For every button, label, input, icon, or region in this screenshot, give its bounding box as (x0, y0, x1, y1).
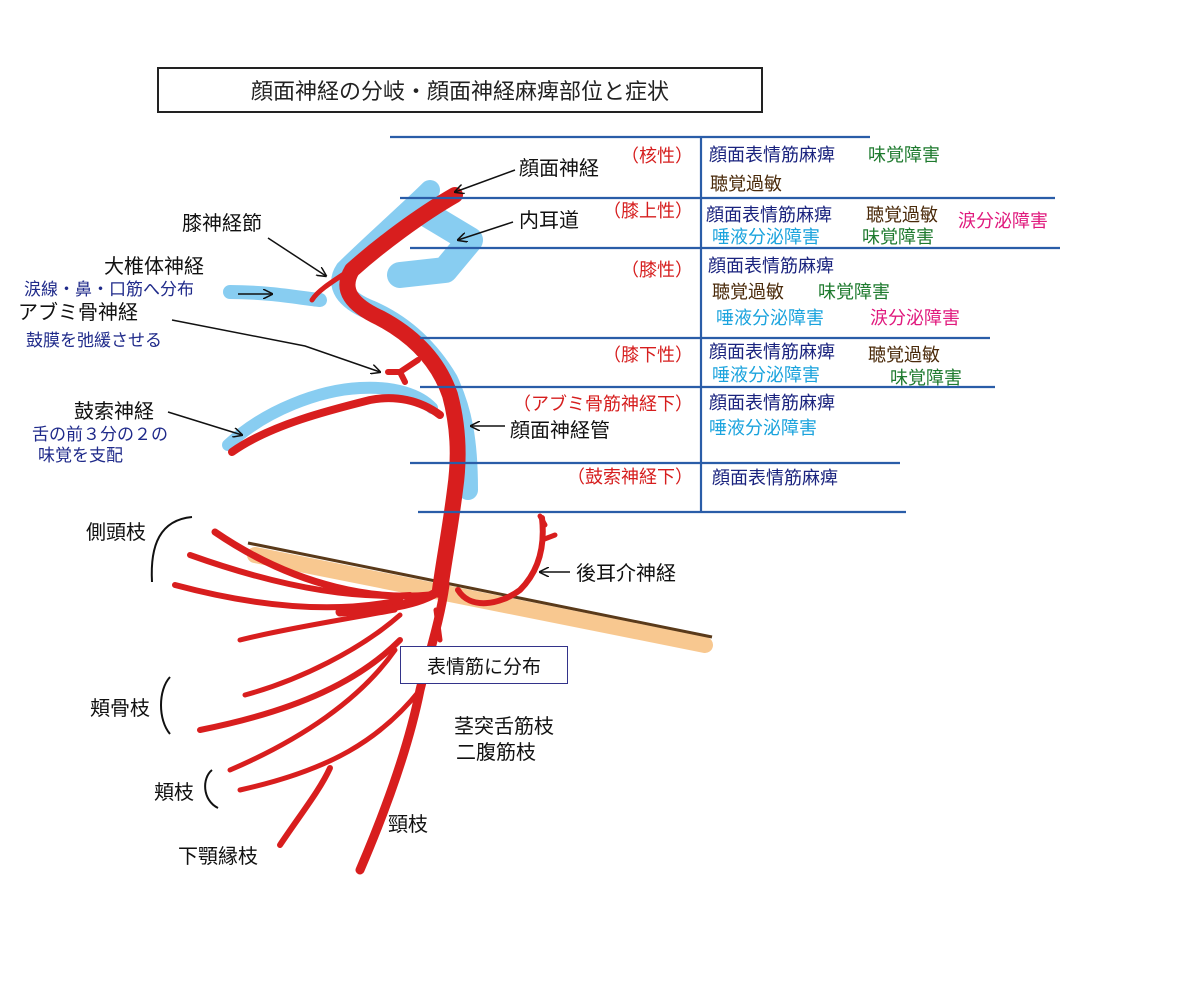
gsp-label: 大椎体神経 (104, 254, 204, 278)
symptom-face: 顔面表情筋麻痺 (706, 205, 832, 226)
mandibular-branch-label: 下顎縁枝 (178, 844, 258, 868)
symptom-face: 顔面表情筋麻痺 (709, 145, 835, 166)
symptom-tear: 涙分泌障害 (870, 308, 960, 329)
symptom-hear: 聴覚過敏 (868, 345, 940, 366)
symptom-saliva: 唾液分泌障害 (716, 308, 824, 329)
gsp-desc: 涙線・鼻・口筋へ分布 (24, 280, 194, 300)
symptom-taste: 味覚障害 (862, 227, 934, 248)
symptom-face: 顔面表情筋麻痺 (708, 256, 834, 277)
geniculate-label: 膝神経節 (182, 211, 262, 235)
stapedius-label: アブミ骨神経 (18, 300, 138, 324)
symptom-hear: 聴覚過敏 (712, 282, 784, 303)
symptom-hear: 聴覚過敏 (866, 205, 938, 226)
symptom-saliva: 唾液分泌障害 (712, 365, 820, 386)
temporal-branch-label: 側頭枝 (86, 520, 146, 544)
chorda-label: 鼓索神経 (74, 399, 154, 423)
posterior-auricular-label: 後耳介神経 (576, 561, 676, 585)
symptom-saliva: 唾液分泌障害 (709, 418, 817, 439)
page-title: 顔面神経の分岐・顔面神経麻痺部位と症状 (157, 67, 763, 113)
symptom-taste: 味覚障害 (818, 282, 890, 303)
level-name: （核性） (621, 146, 693, 167)
level-name: （膝上性） (603, 201, 693, 222)
symptom-face: 顔面表情筋麻痺 (709, 393, 835, 414)
zygomatic-branch-label: 頬骨枝 (90, 696, 150, 720)
level-name: （膝性） (621, 260, 693, 281)
chorda-desc-1: 舌の前３分の２の (32, 425, 168, 445)
symptom-taste: 味覚障害 (890, 368, 962, 389)
level-lines (390, 135, 1060, 514)
brackets (150, 516, 219, 809)
inner-ear-label: 内耳道 (519, 208, 579, 232)
stylohyoid-branch-label: 茎突舌筋枝 (454, 714, 554, 738)
symptom-face: 顔面表情筋麻痺 (709, 342, 835, 363)
level-name: （アブミ骨筋神経下） (513, 394, 693, 415)
facial-nerve-trunk (172, 187, 558, 875)
parotid-band (247, 547, 713, 653)
symptom-saliva: 唾液分泌障害 (712, 227, 820, 248)
symptom-taste: 味覚障害 (868, 145, 940, 166)
facial-canal-shape (222, 180, 483, 500)
level-name: （膝下性） (603, 345, 693, 366)
symptom-hear: 聴覚過敏 (710, 174, 782, 195)
level-name: （鼓索神経下） (567, 467, 693, 488)
chorda-desc-2: 味覚を支配 (38, 446, 123, 466)
symptom-tear: 涙分泌障害 (958, 211, 1048, 232)
expression-box: 表情筋に分布 (400, 646, 568, 684)
facial-nerve-label: 顔面神経 (519, 156, 599, 180)
pointer-arrows (167, 169, 570, 572)
buccal-branch-label: 頬枝 (154, 780, 194, 804)
stapedius-desc: 鼓膜を弛緩させる (26, 331, 162, 351)
symptom-face: 顔面表情筋麻痺 (712, 468, 838, 489)
cervical-branch-label: 頸枝 (388, 812, 428, 836)
parotid-line (247, 541, 713, 639)
digastric-branch-label: 二腹筋枝 (456, 740, 536, 764)
canal-label: 顔面神経管 (510, 418, 610, 442)
